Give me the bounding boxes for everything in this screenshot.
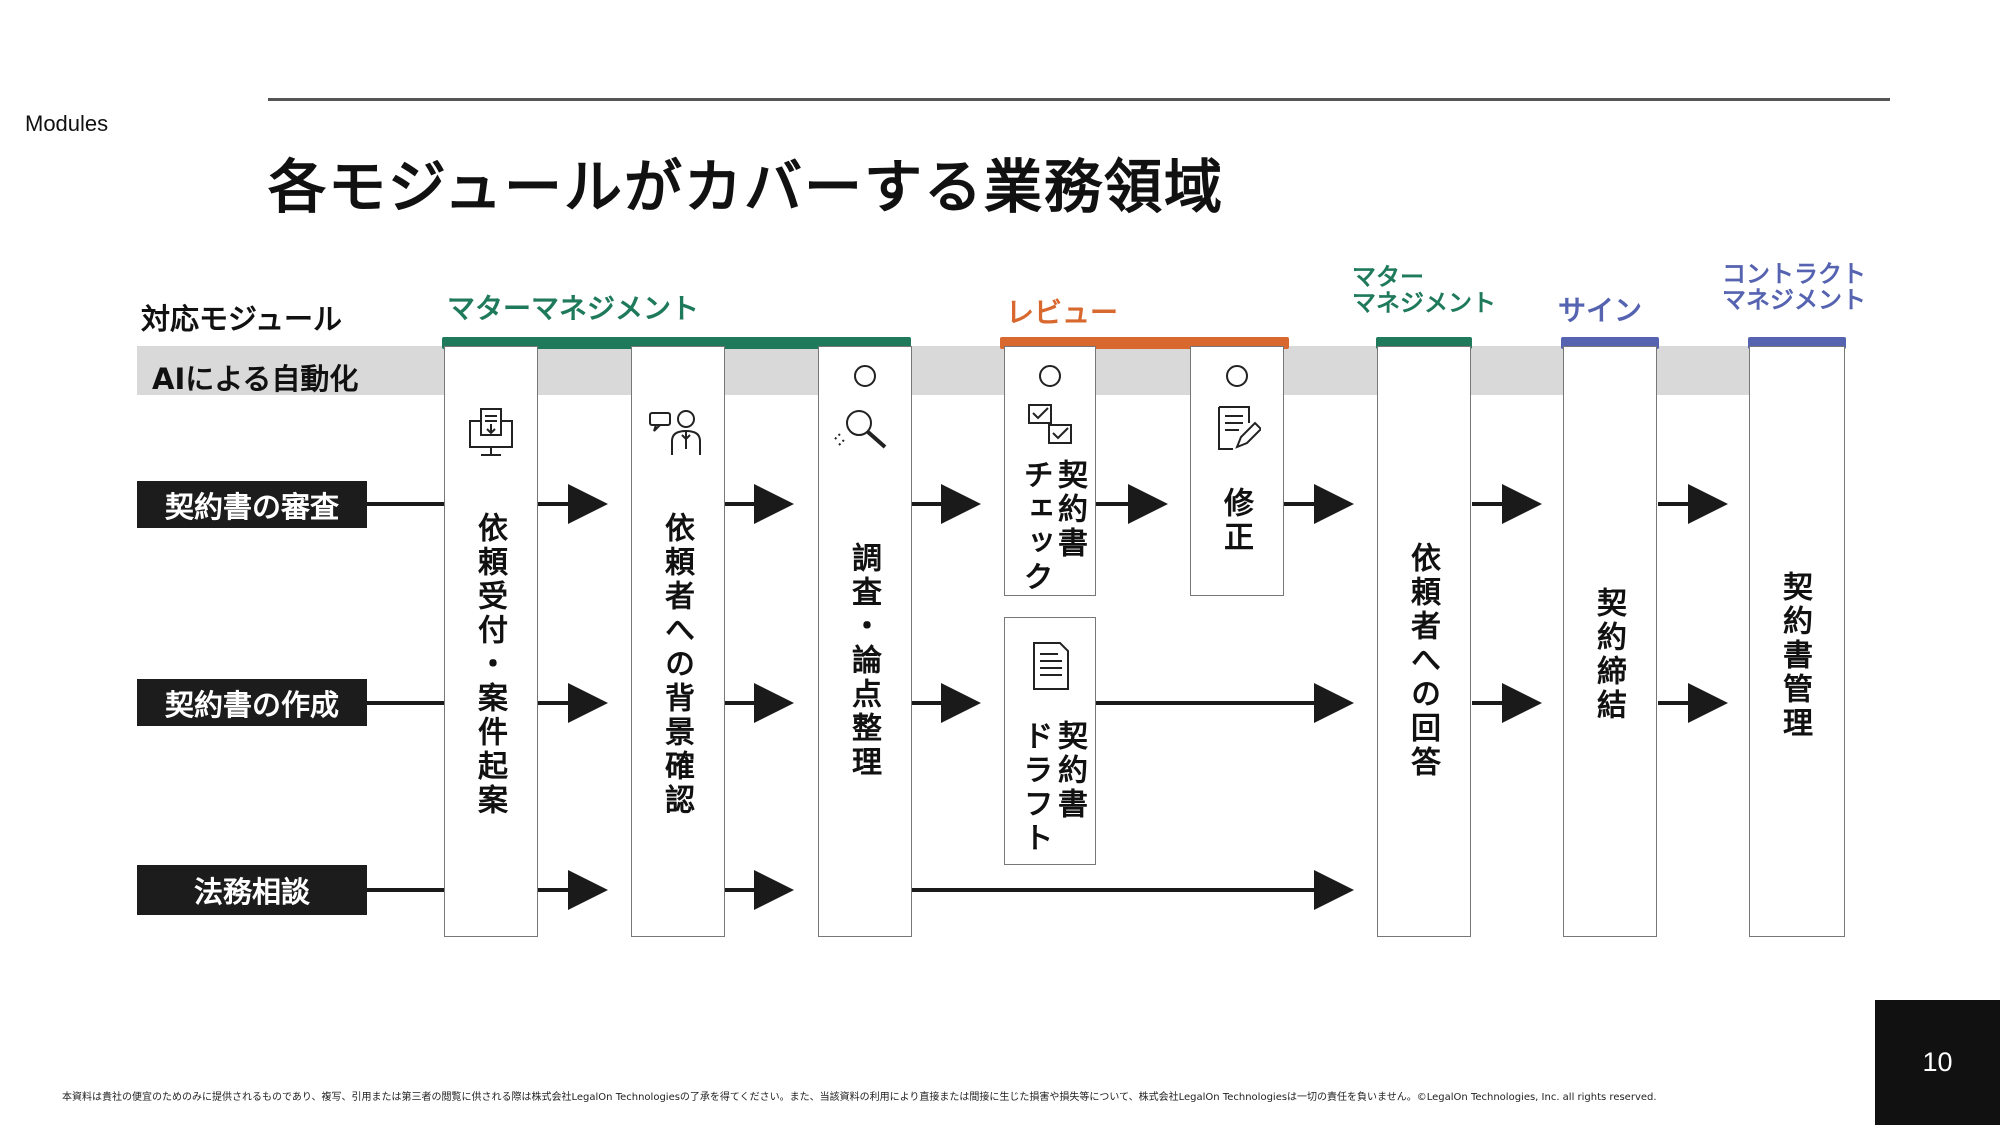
page-number: 10: [1875, 1000, 2000, 1125]
person-speech-icon: [648, 407, 704, 463]
document-edit-icon: [1215, 403, 1263, 457]
module-label-review: レビュー: [1006, 296, 1119, 329]
ai-marker-research: [854, 365, 876, 387]
step-column-manage: 契約書管理: [1749, 346, 1845, 937]
step-column-revise: 修正: [1190, 346, 1284, 596]
step-column-background: 依頼者への背景確認: [631, 346, 725, 937]
title-divider: [268, 98, 1890, 101]
ai-automation-label: AIによる自動化: [152, 362, 359, 396]
module-label-sign: サイン: [1558, 294, 1643, 327]
row-label-contract-drafting: 契約書の作成: [137, 679, 367, 726]
document-icon: [1031, 640, 1071, 696]
checklist-icon: [1027, 403, 1075, 451]
step-column-check: 契約書 チェック: [1004, 346, 1096, 596]
step-column-reply: 依頼者への回答: [1377, 346, 1471, 937]
step-column-draft: 契約書 ドラフト: [1004, 617, 1096, 865]
ai-marker-revise: [1226, 365, 1248, 387]
section-label: Modules: [25, 111, 109, 136]
step-manage-label: 契約書管理: [1777, 571, 1812, 741]
step-reply-label: 依頼者への回答: [1405, 542, 1440, 780]
step-research-label: 調査・論点整理: [846, 542, 881, 780]
ai-automation-band: [137, 346, 1750, 395]
magnifier-icon: [833, 405, 893, 459]
step-revise-label: 修正: [1218, 487, 1253, 555]
step-intake-label: 依頼受付・案件起案: [472, 512, 507, 818]
step-column-sign: 契約締結: [1563, 346, 1657, 937]
module-label-contract-management: コントラクト マネジメント: [1722, 260, 1866, 314]
step-check-label: 契約書 チェック: [1017, 459, 1088, 595]
module-label-matter-management: マターマネジメント: [447, 292, 700, 325]
step-background-label: 依頼者への背景確認: [659, 512, 694, 818]
page-title: 各モジュールがカバーする業務領域: [268, 153, 1224, 221]
row-label-contract-review: 契約書の審査: [137, 481, 367, 528]
monitor-document-icon: [467, 407, 515, 463]
footer-disclaimer: 本資料は貴社の便宜のためのみに提供されるものであり、複写、引用または第三者の閲覧…: [62, 1092, 1657, 1103]
modules-header: 対応モジュール: [141, 302, 342, 336]
step-column-intake: 依頼受付・案件起案: [444, 346, 538, 937]
step-sign-label: 契約締結: [1591, 587, 1626, 723]
step-column-research: 調査・論点整理: [818, 346, 912, 937]
row-label-legal-consultation: 法務相談: [137, 865, 367, 915]
step-draft-label: 契約書 ドラフト: [1017, 720, 1088, 856]
module-bar-matter-management: [442, 337, 911, 349]
ai-marker-check: [1039, 365, 1061, 387]
module-label-matter-management-2: マター マネジメント: [1352, 263, 1496, 317]
